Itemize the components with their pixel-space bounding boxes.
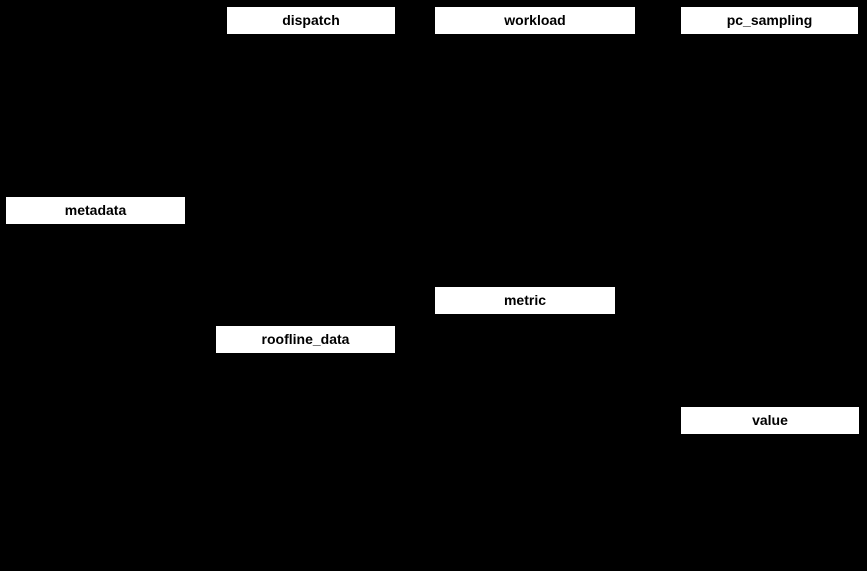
- table-name-roofline-data: roofline_data: [261, 331, 350, 347]
- table-name-pc-sampling: pc_sampling: [726, 12, 813, 28]
- table-node-value: value: [681, 407, 859, 434]
- table-name-value: value: [752, 412, 788, 428]
- table-name-metric: metric: [503, 292, 547, 308]
- table-node-metadata: metadata: [6, 197, 185, 224]
- table-node-workload: workload: [435, 7, 635, 34]
- table-node-metric: metric: [435, 287, 615, 314]
- table-name-workload: workload: [504, 12, 566, 28]
- table-name-metadata: metadata: [64, 202, 127, 218]
- table-node-dispatch: dispatch: [227, 7, 395, 34]
- table-node-roofline-data: roofline_data: [216, 326, 395, 353]
- table-name-dispatch: dispatch: [282, 12, 340, 28]
- table-node-pc-sampling: pc_sampling: [681, 7, 858, 34]
